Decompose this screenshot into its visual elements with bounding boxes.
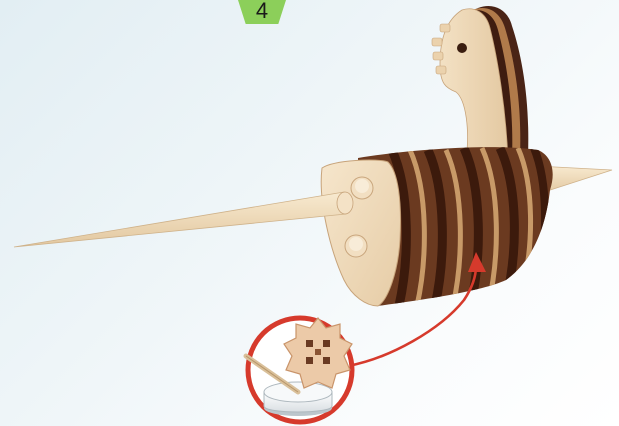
wooden-spindle-model-icon: [14, 6, 612, 310]
gear-disc-callout-icon: [246, 318, 352, 422]
